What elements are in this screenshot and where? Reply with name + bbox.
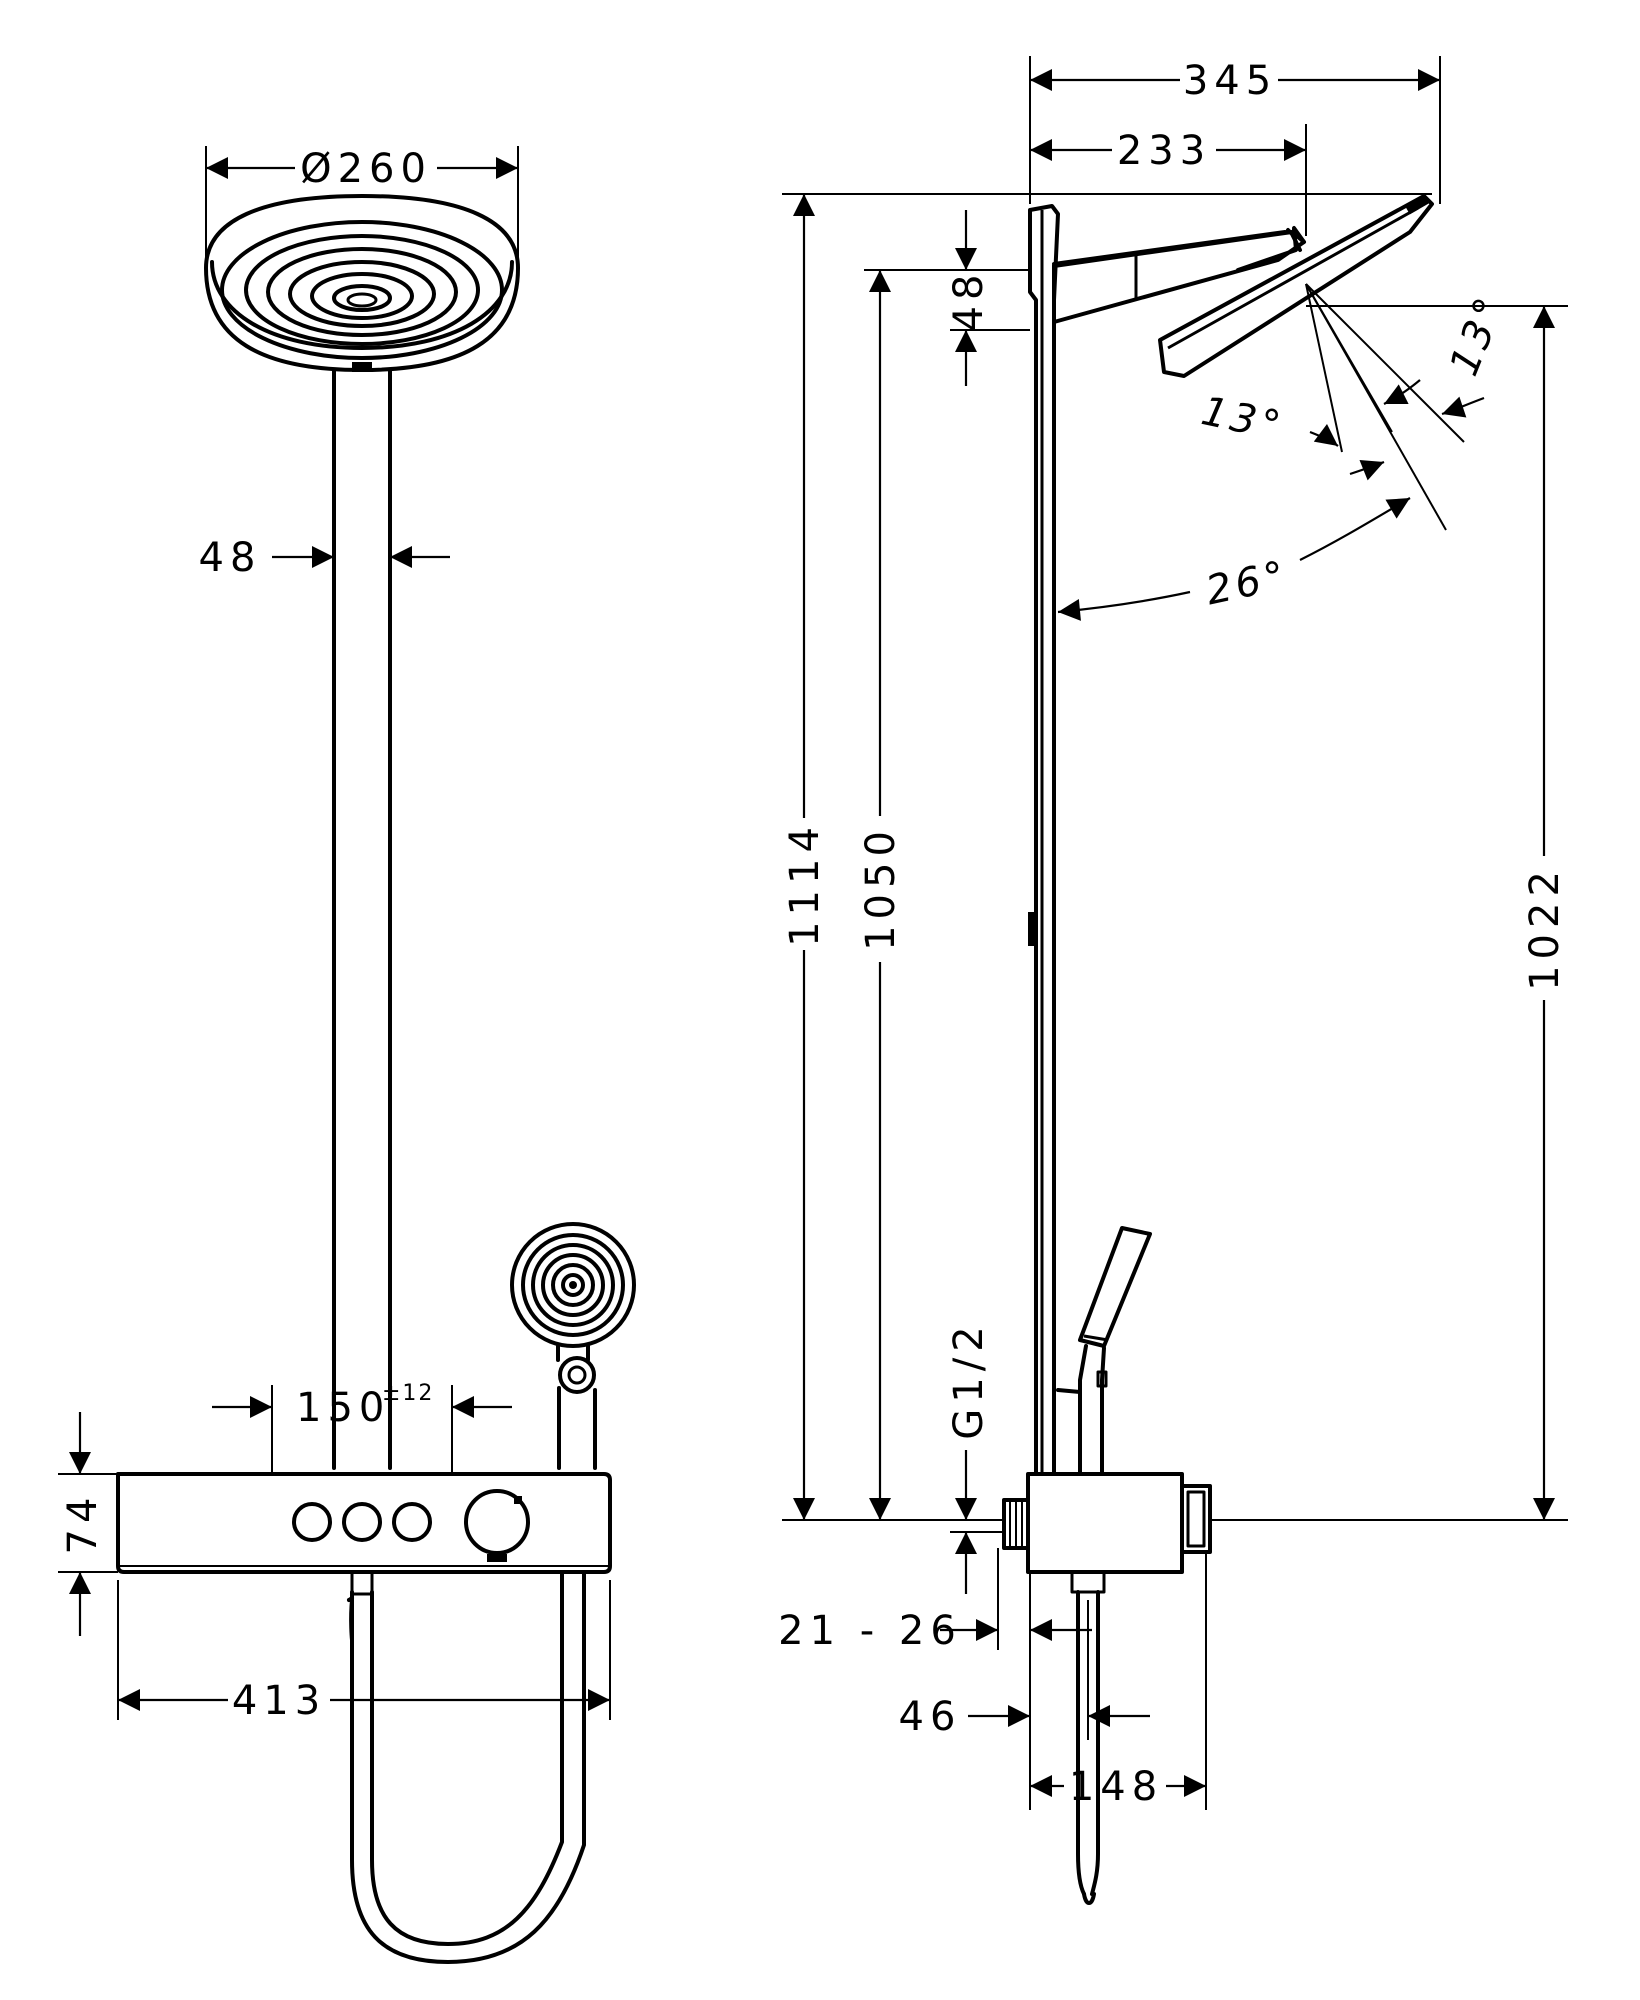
side-head bbox=[1158, 194, 1434, 378]
wall-distance-label: 21 - 26 bbox=[778, 1608, 962, 1654]
overhead-shower-head bbox=[204, 194, 520, 372]
thermostat-side bbox=[1002, 1472, 1212, 1905]
spacing-label: 150 bbox=[296, 1385, 390, 1431]
function-button-2 bbox=[342, 1502, 382, 1542]
dim-total-reach: 345 bbox=[1029, 56, 1441, 204]
dim-thermostat-depth: 148 bbox=[1029, 1552, 1207, 1810]
shower-arm bbox=[1052, 226, 1306, 324]
spray-angle-lines bbox=[1305, 283, 1465, 531]
spacing-tolerance-label: ±12 bbox=[382, 1381, 434, 1406]
thermostat-body bbox=[116, 1472, 612, 1596]
side-view: 345 233 48 1114 1050 bbox=[778, 56, 1568, 1905]
thermostat-depth-label: 148 bbox=[1069, 1764, 1163, 1810]
pipe-height-label: 1050 bbox=[858, 825, 904, 951]
dim-spacing: 150 ±12 bbox=[212, 1381, 512, 1474]
total-height-label: 1114 bbox=[782, 821, 828, 947]
thermostat-height-label: 74 bbox=[60, 1492, 106, 1555]
dim-angle-tilt: 26° bbox=[1057, 497, 1411, 621]
connection-label: G1/2 bbox=[946, 1320, 992, 1439]
hand-shower bbox=[510, 1222, 636, 1470]
dim-head-diameter: Ø260 bbox=[205, 146, 519, 266]
top-offset-label: 48 bbox=[946, 269, 992, 332]
angle-left-label: 13° bbox=[1197, 388, 1288, 450]
dim-head-height: 1022 bbox=[1522, 306, 1568, 1520]
dim-pipe-width: 48 bbox=[199, 535, 450, 581]
pipe-width-label: 48 bbox=[199, 535, 262, 581]
dim-arm-reach: 233 bbox=[1030, 124, 1307, 236]
dim-wall-distance: 21 - 26 bbox=[778, 1548, 1092, 1740]
angle-right-label: 13° bbox=[1441, 288, 1515, 382]
function-button-1 bbox=[292, 1502, 332, 1542]
dim-pipe-height: 1050 bbox=[858, 270, 904, 1520]
front-view: Ø260 48 150 ±12 74 bbox=[58, 146, 636, 1964]
dim-total-height: 1114 bbox=[782, 194, 828, 1520]
total-reach-label: 345 bbox=[1183, 58, 1277, 104]
thermostat-width-label: 413 bbox=[232, 1678, 326, 1724]
arm-reach-label: 233 bbox=[1117, 128, 1211, 174]
dim-connection: G1/2 bbox=[946, 1320, 1004, 1594]
dim-top-offset: 48 bbox=[946, 210, 1030, 386]
shower-hose bbox=[347, 1570, 586, 1964]
function-button-3 bbox=[392, 1502, 432, 1542]
dim-pipe-depth: 46 bbox=[899, 1600, 1150, 1740]
angle-tilt-label: 26° bbox=[1202, 552, 1293, 614]
dim-angle-left: 13° bbox=[1197, 388, 1385, 481]
head-diameter-label: Ø260 bbox=[300, 146, 432, 192]
head-height-label: 1022 bbox=[1522, 865, 1568, 991]
dim-thermostat-height: 74 bbox=[58, 1412, 118, 1636]
thermostat-knob bbox=[464, 1489, 530, 1555]
riser-pipe bbox=[332, 368, 392, 1470]
side-hand-shower bbox=[1056, 1226, 1152, 1476]
dim-thermostat-width: 413 bbox=[117, 1580, 611, 1724]
side-pipe bbox=[1028, 204, 1060, 1476]
pipe-depth-label: 46 bbox=[899, 1694, 962, 1740]
